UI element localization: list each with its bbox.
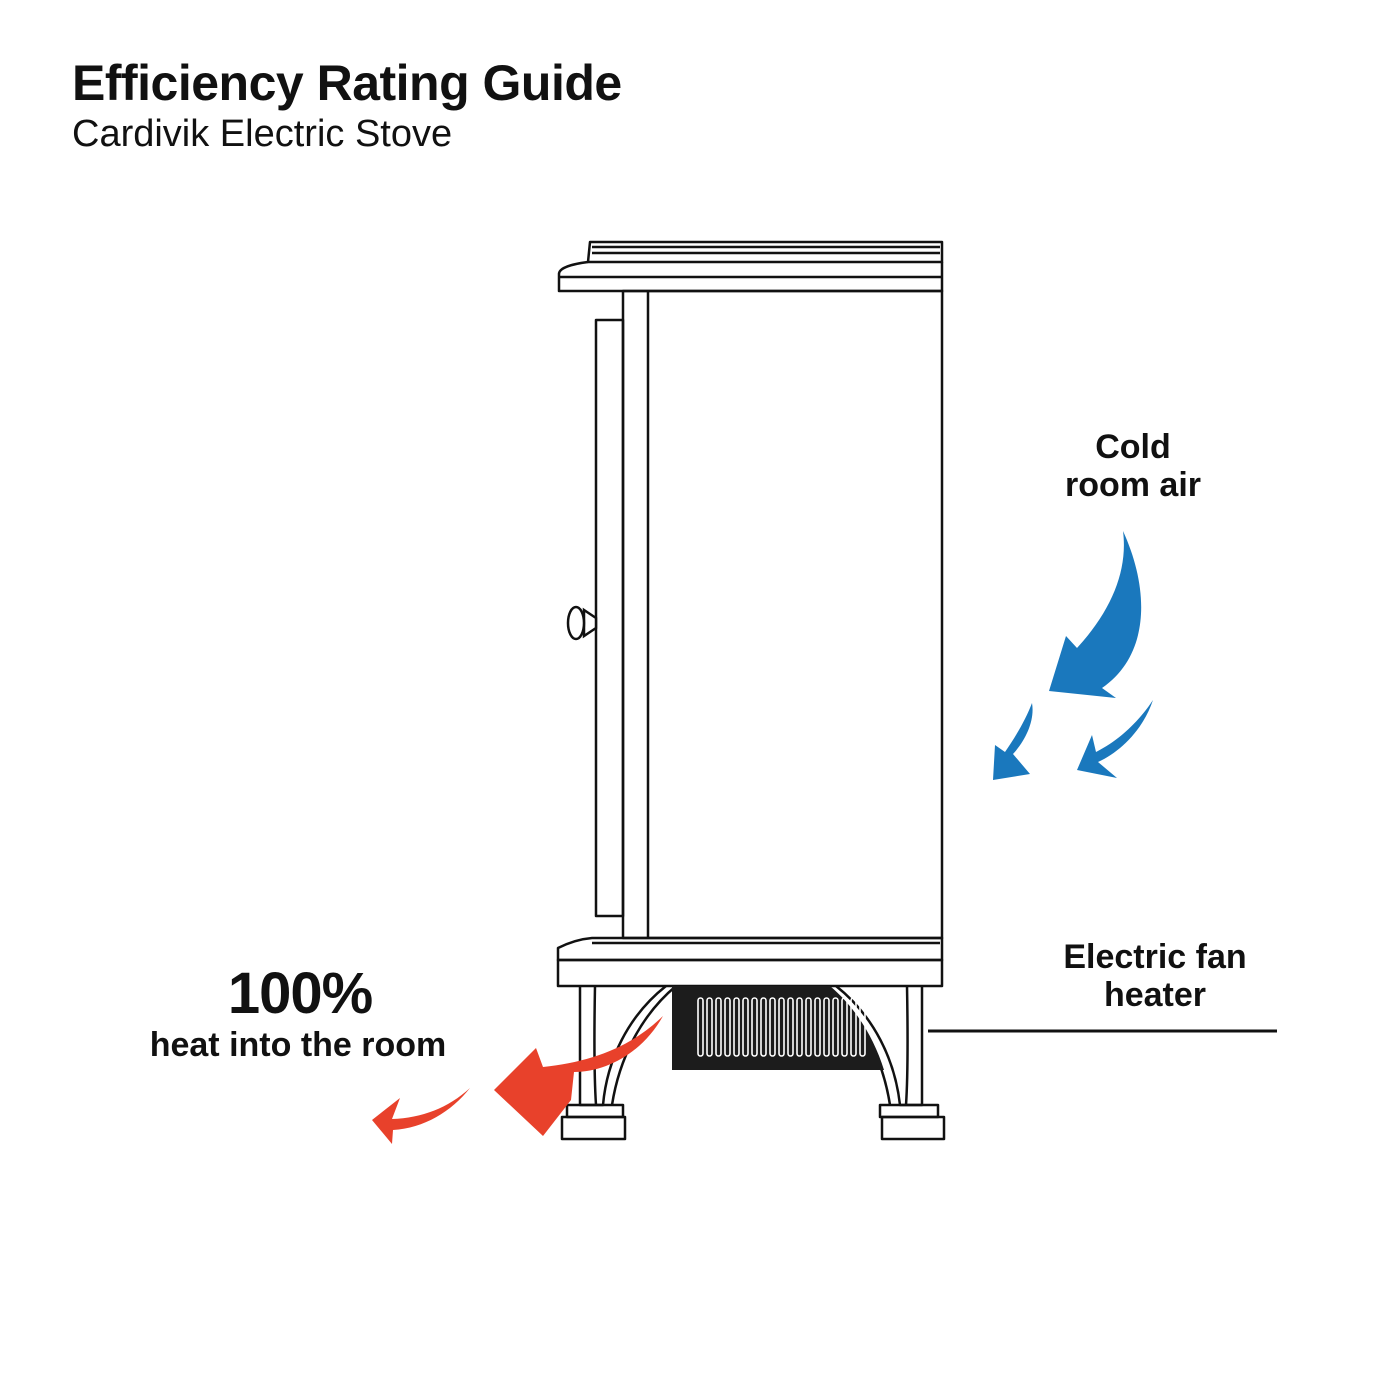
grille-slot bbox=[796, 997, 803, 1057]
page-title: Efficiency Rating Guide bbox=[72, 55, 622, 111]
grille-slot bbox=[742, 997, 749, 1057]
grille-slot bbox=[805, 997, 812, 1057]
cold-air-label-line1: Cold bbox=[1095, 428, 1171, 466]
cold-air-label-line2: room air bbox=[1064, 466, 1202, 505]
grille-slot bbox=[769, 997, 776, 1057]
cold-air-arrows-icon bbox=[993, 531, 1153, 780]
grille-slot bbox=[859, 997, 866, 1057]
grille-slot bbox=[733, 997, 740, 1057]
grille-slot bbox=[814, 997, 821, 1057]
grille-slot bbox=[760, 997, 767, 1057]
heat-percent-caption: heat into the room bbox=[149, 1026, 447, 1064]
fan-heater-label-line2: heater bbox=[1103, 976, 1207, 1015]
door-knob-icon bbox=[566, 605, 598, 641]
grille-slot bbox=[697, 997, 704, 1057]
fan-heater-label-line1: Electric fan bbox=[1063, 938, 1247, 976]
grille-slot bbox=[841, 997, 848, 1057]
fan-heater-label: Electric fan heater bbox=[1040, 938, 1270, 1015]
grille-slot bbox=[850, 997, 857, 1057]
fan-heater-grille-icon bbox=[672, 986, 884, 1070]
grille-slot bbox=[778, 997, 785, 1057]
grille-slot bbox=[823, 997, 830, 1057]
grille-slot bbox=[724, 997, 731, 1057]
grille-slot bbox=[832, 997, 839, 1057]
page-subtitle: Cardivik Electric Stove bbox=[72, 113, 453, 155]
grille-slot bbox=[751, 997, 758, 1057]
cold-air-label: Cold room air bbox=[1038, 428, 1228, 505]
grille-slot bbox=[706, 997, 713, 1057]
heat-arrows-icon bbox=[372, 1016, 663, 1144]
grille-slot bbox=[715, 997, 722, 1057]
heat-percent: 100% bbox=[227, 961, 373, 1026]
grille-slot bbox=[787, 997, 794, 1057]
